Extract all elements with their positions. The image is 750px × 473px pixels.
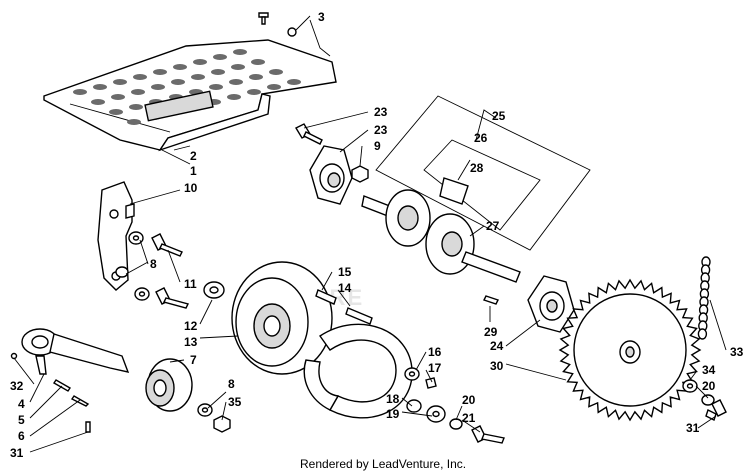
bolt-and-washer-set xyxy=(115,231,190,309)
flange-bearing-lower xyxy=(527,275,575,333)
grip-hole xyxy=(73,89,87,95)
grip-hole xyxy=(193,59,207,65)
callout-31: 31 xyxy=(686,421,700,435)
callout-26: 27 xyxy=(486,219,500,233)
callout-20a: 20 xyxy=(462,393,476,407)
callout-10: 10 xyxy=(184,181,198,195)
grip-hole xyxy=(267,84,281,90)
grip-hole xyxy=(209,84,223,90)
screw-part xyxy=(258,12,297,37)
grip-hole xyxy=(173,64,187,70)
callout-17: 17 xyxy=(428,361,442,375)
grip-hole xyxy=(171,79,185,85)
sprocket-part xyxy=(558,278,702,422)
callout-32: 31 xyxy=(10,446,24,460)
callout-12: 12 xyxy=(184,319,198,333)
grip-hole xyxy=(233,49,247,55)
grip-hole xyxy=(127,119,141,125)
grip-hole xyxy=(227,94,241,100)
callout-8a: 8 xyxy=(150,257,157,271)
grip-hole xyxy=(93,84,107,90)
grip-hole xyxy=(133,74,147,80)
brake-drum-part xyxy=(203,261,333,375)
callout-7: 7 xyxy=(190,353,197,367)
grip-hole xyxy=(91,99,105,105)
callout-2: 2 xyxy=(190,149,197,163)
brake-band-part xyxy=(303,323,413,419)
grip-hole xyxy=(211,69,225,75)
grip-hole xyxy=(109,109,123,115)
chain-link xyxy=(697,328,708,340)
shaft-clutch-assembly xyxy=(361,95,591,283)
grip-hole xyxy=(231,64,245,70)
grip-hole xyxy=(229,79,243,85)
band-hardware xyxy=(404,367,505,444)
callout-3: 3 xyxy=(318,10,325,24)
callout-24: 25 xyxy=(492,109,506,123)
grip-hole xyxy=(191,74,205,80)
callout-33: 32 xyxy=(10,379,24,393)
grip-hole xyxy=(213,54,227,60)
callout-labels: 3 2 1 10 8 11 12 13 7 15 14 23 23 9 25 2… xyxy=(10,10,744,460)
brake-pins xyxy=(315,289,373,325)
flange-bearing-upper xyxy=(295,123,369,205)
grip-hole xyxy=(269,69,283,75)
spring-pin-parts xyxy=(10,352,91,433)
idler-pulley-part xyxy=(145,358,193,412)
grip-hole xyxy=(131,89,145,95)
callout-35: 35 xyxy=(228,395,242,409)
floorboard-part xyxy=(43,39,337,152)
callout-19: 19 xyxy=(386,407,400,421)
mounting-bracket-part xyxy=(97,181,135,291)
nut-and-washer xyxy=(197,403,231,433)
floorboard-decal xyxy=(144,90,214,122)
callout-22: 23 xyxy=(374,105,388,119)
callout-13: 13 xyxy=(184,335,198,349)
callout-23a: 23 xyxy=(374,123,388,137)
callout-9: 9 xyxy=(374,139,381,153)
callout-30: 34 xyxy=(702,363,716,377)
callout-16: 16 xyxy=(428,345,442,359)
grip-hole xyxy=(153,69,167,75)
footer-credit: Rendered by LeadVenture, Inc. xyxy=(300,457,466,471)
callout-1: 1 xyxy=(190,164,197,178)
grip-hole xyxy=(151,84,165,90)
callout-8b: 8 xyxy=(228,377,235,391)
callout-25: 26 xyxy=(474,131,488,145)
leader-lines xyxy=(13,15,727,453)
grip-hole xyxy=(113,79,127,85)
callout-29: 30 xyxy=(490,359,504,373)
brake-pedal-arm-part xyxy=(21,328,130,375)
callout-6: 6 xyxy=(18,429,25,443)
callout-15: 15 xyxy=(338,265,352,279)
callout-20b: 20 xyxy=(702,379,716,393)
callout-5: 5 xyxy=(18,413,25,427)
callout-23b: 24 xyxy=(490,339,504,353)
callout-21: 21 xyxy=(462,411,476,425)
grip-hole xyxy=(287,79,301,85)
grip-hole xyxy=(111,94,125,100)
callout-28: 29 xyxy=(484,325,498,339)
grip-hole xyxy=(251,59,265,65)
drive-chain-part xyxy=(697,256,711,340)
grip-hole xyxy=(129,104,143,110)
callout-34: 33 xyxy=(730,345,744,359)
callout-4: 4 xyxy=(18,397,25,411)
sprocket-hardware xyxy=(682,379,727,421)
callout-11: 11 xyxy=(184,277,197,291)
callout-18: 18 xyxy=(386,392,400,406)
callout-14: 14 xyxy=(338,281,352,295)
key-part xyxy=(483,295,499,305)
grip-hole xyxy=(249,74,263,80)
grip-hole xyxy=(247,89,261,95)
callout-27: 28 xyxy=(470,161,484,175)
